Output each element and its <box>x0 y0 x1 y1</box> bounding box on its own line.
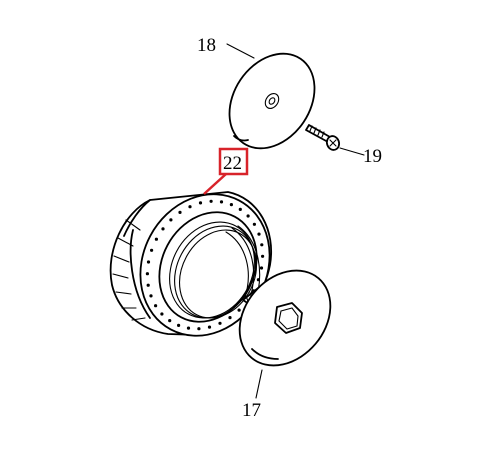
rim-hole <box>228 316 232 320</box>
rim-hole <box>178 210 182 214</box>
rim-hole <box>168 319 172 323</box>
rim-hole <box>146 260 151 264</box>
callout-17: 17 <box>242 400 261 421</box>
callout-19: 19 <box>363 146 382 167</box>
rim-hole <box>207 325 212 329</box>
rim-hole <box>237 308 241 312</box>
rim-hole <box>150 248 154 252</box>
callout-18: 18 <box>197 35 216 56</box>
rim-hole <box>149 294 153 298</box>
rim-hole <box>218 321 222 325</box>
rim-hole <box>161 227 165 231</box>
leader-18 <box>226 43 255 59</box>
rim-hole <box>160 312 164 316</box>
rim-hole <box>188 205 192 209</box>
rim-hole <box>246 214 250 218</box>
rim-hole <box>209 199 213 203</box>
rim-hole <box>260 243 264 247</box>
rim-hole <box>259 266 264 270</box>
rim-hole <box>177 323 181 327</box>
rim-hole <box>198 201 203 205</box>
part-18-cover-disc <box>228 52 316 150</box>
rim-hole <box>261 254 265 258</box>
leader-19 <box>339 147 365 156</box>
part-22-threaded-ring <box>109 191 272 337</box>
ring-rim-holes <box>145 199 265 331</box>
rim-hole <box>257 232 261 236</box>
leader-22 <box>203 173 227 195</box>
rim-hole <box>186 326 191 330</box>
rim-hole <box>229 203 233 207</box>
part-19-screw <box>305 124 341 151</box>
rim-hole <box>252 222 256 226</box>
leader-17 <box>255 369 263 399</box>
rim-hole <box>169 218 173 222</box>
leader-lines <box>203 43 365 399</box>
rim-hole <box>154 237 158 241</box>
rim-hole <box>146 283 150 287</box>
rim-hole <box>238 207 242 211</box>
rim-hole <box>197 327 201 331</box>
rim-hole <box>154 304 158 308</box>
rim-hole <box>219 200 224 204</box>
callout-22: 22 <box>223 153 242 174</box>
part-17-flanged-bolt <box>238 269 332 367</box>
ring-internal-threads <box>169 221 261 319</box>
rim-hole <box>145 272 149 276</box>
callout-22-highlight-box <box>218 147 249 176</box>
